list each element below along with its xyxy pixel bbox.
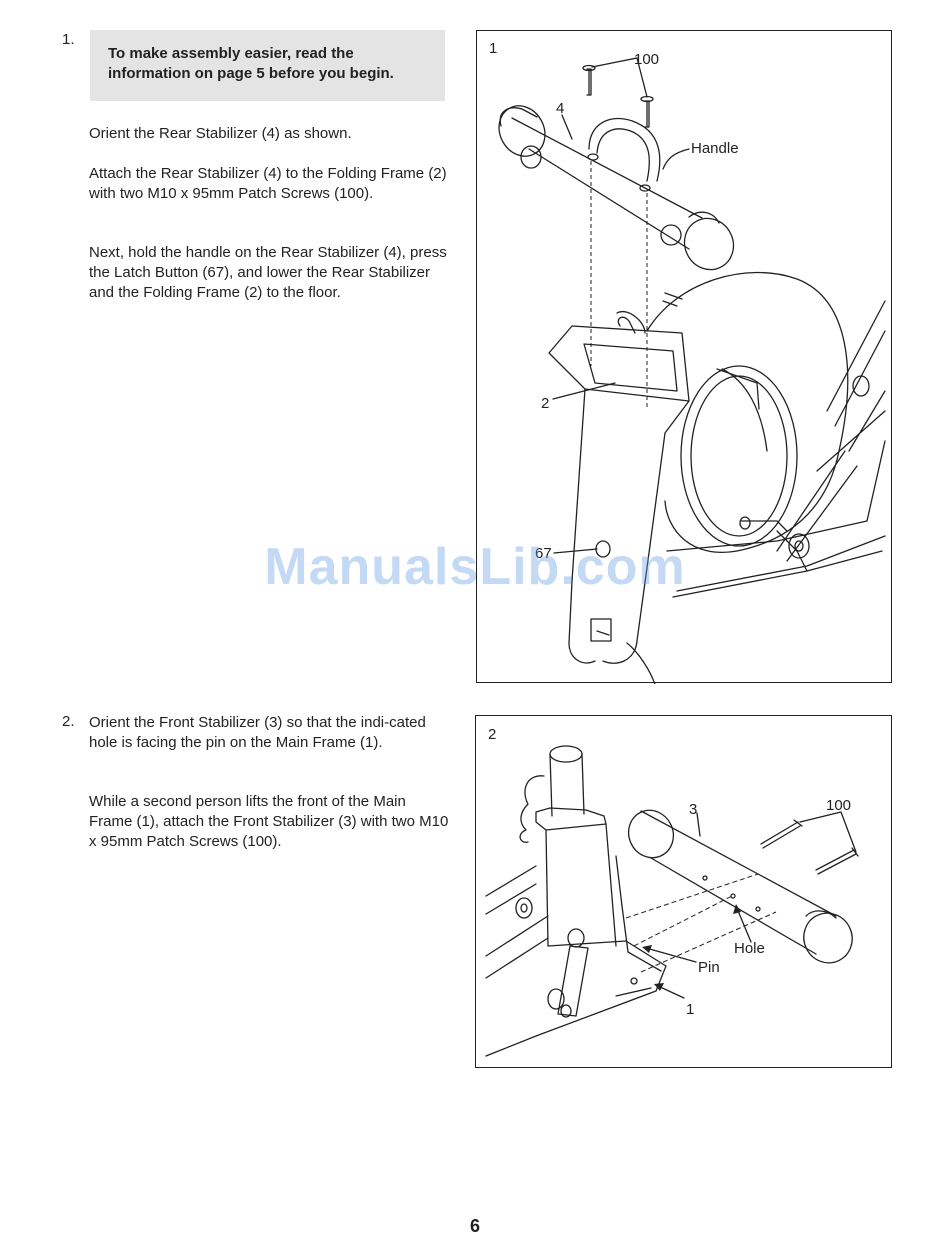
callout-3-front-stabilizer: 3 xyxy=(689,801,697,818)
callout-1-main-frame: 1 xyxy=(686,1001,694,1018)
step-1-paragraph-2: Attach the Rear Stabilizer (4) to the Fo… xyxy=(89,165,447,202)
callout-4-rear-stabilizer: 4 xyxy=(556,100,564,117)
note-box: To make assembly easier, read the inform… xyxy=(90,30,445,101)
step-2-number: 2. xyxy=(62,713,75,730)
step-1-number: 1. xyxy=(62,31,75,48)
callout-2-folding-frame: 2 xyxy=(541,395,549,412)
figure-1-number: 1 xyxy=(489,40,497,57)
callout-handle: Handle xyxy=(691,140,739,157)
step-2-paragraph-2: While a second person lifts the front of… xyxy=(89,793,449,850)
step-1-paragraph-3: Next, hold the handle on the Rear Stabil… xyxy=(89,244,447,301)
figure-2-number: 2 xyxy=(488,726,496,743)
callout-67-latch-button: 67 xyxy=(535,545,552,562)
figure-2-illustration: 2 3 100 Hole Pin 1 xyxy=(485,726,859,1057)
watermark: ManualsLib.com xyxy=(264,538,686,596)
step-1-paragraph-1: Orient the Rear Stabilizer (4) as shown. xyxy=(89,125,352,142)
step-2-paragraph-1: Orient the Front Stabilizer (3) so that … xyxy=(89,714,426,751)
callout-100-screws: 100 xyxy=(634,51,659,68)
figure-2: 2 3 100 Hole Pin 1 xyxy=(475,715,892,1068)
callout-pin: Pin xyxy=(698,959,720,976)
page-number: 6 xyxy=(469,1216,480,1236)
callout-100-screws-fig2: 100 xyxy=(826,797,851,814)
figure-1-illustration: 1 100 4 Handle 2 67 xyxy=(489,40,886,684)
callout-hole: Hole xyxy=(734,940,765,957)
figure-1: 1 100 4 Handle 2 67 xyxy=(476,30,892,684)
